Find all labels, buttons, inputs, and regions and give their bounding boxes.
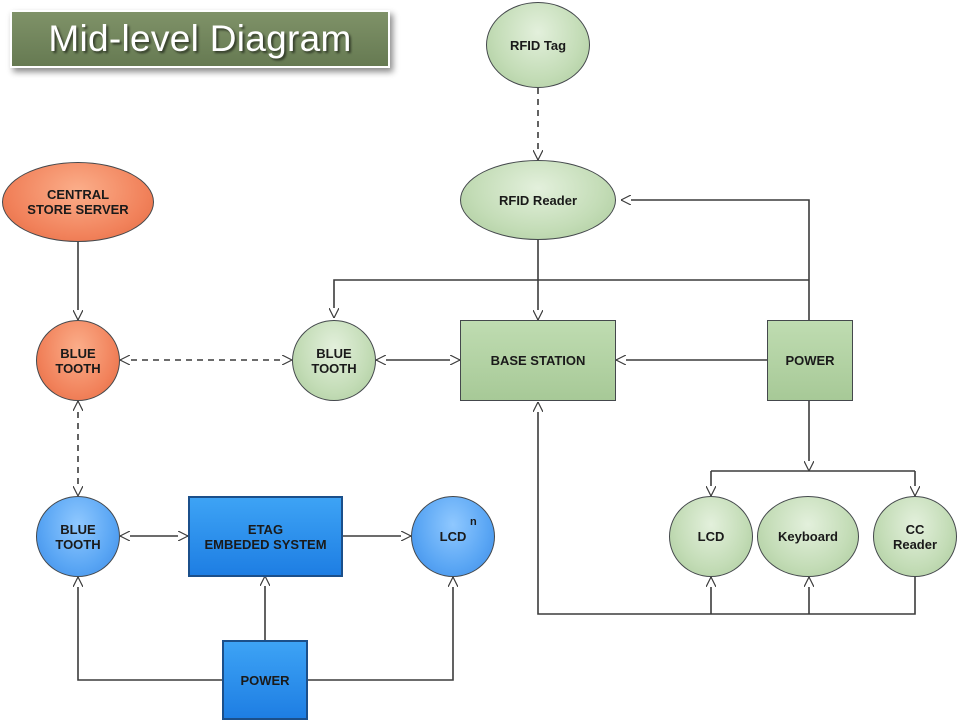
bluetooth-etag-node: BLUE TOOTH <box>36 496 120 577</box>
lcd-station-node: LCD <box>669 496 753 577</box>
edge-power-to-bluetooth-station <box>334 279 809 318</box>
keyboard-label: Keyboard <box>778 529 838 544</box>
power-station-node: POWER <box>767 320 853 401</box>
bluetooth-etag-label: BLUE TOOTH <box>55 521 101 552</box>
edge-power-to-reader <box>621 200 810 320</box>
base-station-label: BASE STATION <box>490 353 586 368</box>
rfid-tag-label: RFID Tag <box>509 37 567 53</box>
lcd-etag-node: LCD n <box>411 496 495 577</box>
base-station-node: BASE STATION <box>460 320 616 401</box>
edge-power-etag-to-bluetooth <box>78 577 222 681</box>
rfid-reader-node: RFID Reader <box>460 160 616 240</box>
power-station-label: POWER <box>785 353 835 368</box>
bluetooth-server-label: BLUE TOOTH <box>55 345 101 376</box>
edge-power-etag-to-lcd <box>308 577 453 681</box>
power-etag-label: POWER <box>240 672 290 688</box>
cc-reader-node: CC Reader <box>873 496 957 577</box>
rfid-tag-node: RFID Tag <box>486 2 590 88</box>
bluetooth-station-node: BLUE TOOTH <box>292 320 376 401</box>
bluetooth-server-node: BLUE TOOTH <box>36 320 120 401</box>
rfid-reader-label: RFID Reader <box>498 192 578 208</box>
bluetooth-station-label: BLUE TOOTH <box>311 345 357 376</box>
lcd-etag-label: LCD <box>439 529 467 544</box>
central-store-server-label: CENTRAL STORE SERVER <box>27 187 129 217</box>
lcd-station-label: LCD <box>697 529 725 544</box>
central-store-server-node: CENTRAL STORE SERVER <box>2 162 154 242</box>
keyboard-node: Keyboard <box>757 496 859 577</box>
cc-reader-label: CC Reader <box>892 521 938 552</box>
etag-system-label: ETAG EMBEDED SYSTEM <box>204 521 327 552</box>
lcd-etag-superscript: n <box>470 516 477 528</box>
power-etag-node: POWER <box>222 640 308 720</box>
page-title: Mid-level Diagram <box>48 18 352 59</box>
title-banner: Mid-level Diagram <box>10 10 390 68</box>
etag-system-node: ETAG EMBEDED SYSTEM <box>188 496 343 577</box>
